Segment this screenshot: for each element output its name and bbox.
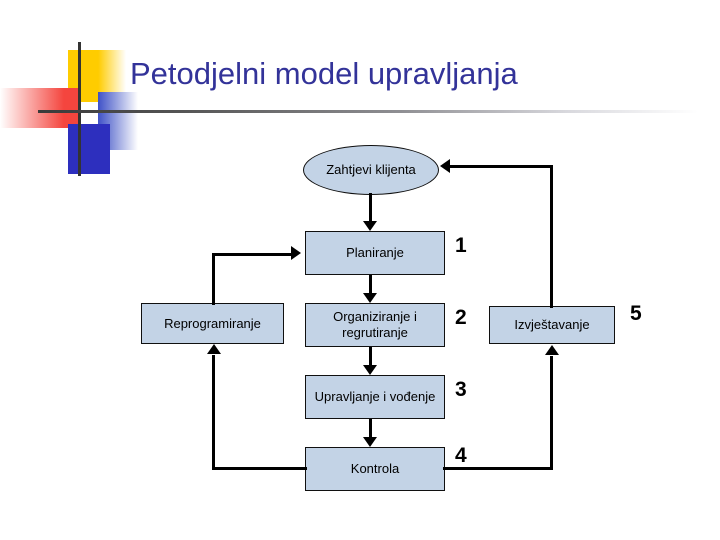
connector-reprogramiranje-to-planiranje-vertical <box>212 253 215 305</box>
title-underline-rule <box>38 110 698 113</box>
node-label: Upravljanje i vođenje <box>314 389 436 405</box>
node-zahtjevi-klijenta[interactable]: Zahtjevi klijenta <box>303 145 439 195</box>
connector-izvjestavanje-to-zahtjevi-horizontal <box>450 165 553 168</box>
arrowhead-down-kontrola <box>363 437 377 447</box>
step-number-4: 4 <box>455 444 467 467</box>
node-organiziranje-i-regrutiranje[interactable]: Organiziranje i regrutiranje <box>305 303 445 347</box>
arrowhead-down-upravljanje <box>363 365 377 375</box>
connector-reprogramiranje-to-planiranje-horizontal <box>212 253 293 256</box>
connector-planiranje-to-organiziranje <box>369 275 372 295</box>
arrowhead-right-planiranje <box>291 246 301 260</box>
node-label: Planiranje <box>346 245 404 261</box>
node-label: Kontrola <box>350 461 400 477</box>
node-izvjestavanje[interactable]: Izvještavanje <box>489 306 615 344</box>
step-number-1: 1 <box>455 234 467 257</box>
arrowhead-down-organiziranje <box>363 293 377 303</box>
connector-kontrola-to-reprogramiranje-horizontal <box>212 467 307 470</box>
step-number-5: 5 <box>630 302 642 325</box>
decoration-red-gradient-bar <box>0 88 78 128</box>
slide-title: Petodjelni model upravljanja <box>130 56 518 91</box>
step-number-3: 3 <box>455 378 467 401</box>
node-label: Izvještavanje <box>514 317 590 333</box>
connector-kontrola-to-izvjestavanje-horizontal <box>443 467 553 470</box>
step-number-2: 2 <box>455 306 467 329</box>
connector-organiziranje-to-upravljanje <box>369 347 372 367</box>
node-label: Zahtjevi klijenta <box>326 162 416 178</box>
decoration-vertical-rule <box>78 42 81 176</box>
node-kontrola[interactable]: Kontrola <box>305 447 445 491</box>
decoration-blue-square <box>68 124 110 174</box>
node-reprogramiranje[interactable]: Reprogramiranje <box>141 303 284 344</box>
connector-kontrola-to-izvjestavanje-vertical <box>550 356 553 469</box>
connector-zahtjevi-to-planiranje <box>369 193 372 223</box>
arrowhead-up-reprogramiranje <box>207 344 221 354</box>
connector-upravljanje-to-kontrola <box>369 419 372 439</box>
node-planiranje[interactable]: Planiranje <box>305 231 445 275</box>
arrowhead-left-zahtjevi <box>440 159 450 173</box>
connector-izvjestavanje-to-zahtjevi-vertical <box>550 165 553 308</box>
connector-kontrola-to-reprogramiranje-vertical <box>212 355 215 469</box>
node-label: Reprogramiranje <box>164 315 261 331</box>
arrowhead-down-planiranje <box>363 221 377 231</box>
node-label: Organiziranje i regrutiranje <box>333 309 417 340</box>
node-upravljanje-i-vodjenje[interactable]: Upravljanje i vođenje <box>305 375 445 419</box>
arrowhead-up-izvjestavanje <box>545 345 559 355</box>
